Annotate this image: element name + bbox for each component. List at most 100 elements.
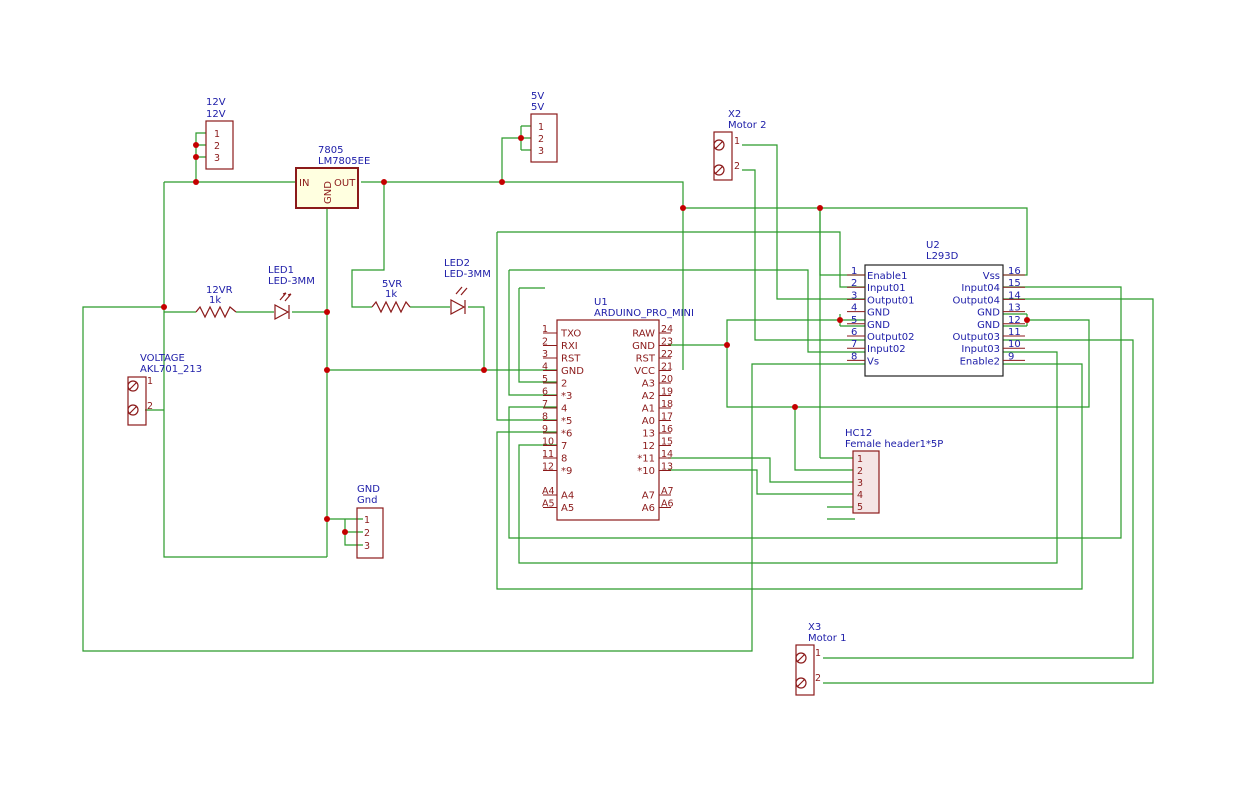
pin-name: A3	[642, 379, 655, 390]
led-triangle	[450, 298, 466, 316]
wire-pin5	[518, 288, 557, 383]
pin-number: 1	[815, 648, 821, 659]
pin-name: Input01	[867, 283, 906, 294]
pin-name: A2	[642, 391, 655, 402]
pin-name: Input03	[961, 344, 1000, 355]
wire-input03	[518, 351, 1058, 564]
pin-number: 6	[542, 387, 548, 398]
wires	[82, 125, 1154, 684]
pin-name: *10	[637, 466, 655, 477]
pin-number: 5	[857, 502, 863, 513]
regulator-7805: 7805 LM7805EE IN OUT GND	[295, 145, 370, 209]
value-label: AKL701_213	[140, 364, 202, 375]
pin-number: 2	[857, 466, 863, 477]
pin-number: 4	[851, 303, 857, 314]
pin-number: 20	[661, 374, 673, 385]
pin-number: 15	[661, 437, 673, 448]
pin-name: GND	[977, 308, 1000, 319]
junction-dot	[792, 404, 798, 410]
wire-motor2-p1	[742, 144, 865, 300]
pin-name: GND	[867, 308, 890, 319]
pin-number: 18	[661, 399, 673, 410]
pin-name: RAW	[632, 329, 655, 340]
pin-number: 5	[851, 315, 857, 326]
pin-number: 1	[364, 515, 370, 526]
wire-input01-b	[496, 232, 557, 421]
ref-label: VOLTAGE	[140, 353, 185, 364]
pin-number: 16	[1008, 266, 1021, 277]
terminal-motor2: X2 Motor 2 1 2	[713, 109, 766, 181]
pin-number: 1	[214, 129, 220, 140]
pin-name: *3	[561, 391, 572, 402]
pin-name: 8	[561, 454, 567, 465]
ref-label: X2	[728, 109, 741, 120]
pin-number: 2	[542, 337, 548, 348]
pin-name: Output04	[953, 295, 1000, 306]
screw-slot	[796, 653, 806, 688]
pin-name: GND	[867, 320, 890, 331]
pin-number: 6	[851, 327, 857, 338]
value-label: LM7805EE	[318, 156, 370, 167]
junction-dot	[324, 309, 330, 315]
wire-voltage-loop	[82, 306, 865, 652]
value-label: 12V	[206, 109, 226, 120]
pin-number: 15	[1008, 278, 1021, 289]
value-label: LED-3MM	[444, 269, 491, 280]
pin-name: Vss	[983, 271, 1000, 282]
pin-name: GND	[977, 320, 1000, 331]
pin-name: Input02	[867, 344, 906, 355]
wire-enable1	[819, 208, 865, 276]
junction-dot	[817, 205, 823, 211]
pin-number: 7	[851, 339, 857, 350]
ref-label: 5VR	[382, 279, 402, 290]
pin-number: 4	[542, 362, 548, 373]
pin-number: 2	[147, 401, 153, 412]
pin-number: 16	[661, 424, 673, 435]
pin-name: Vs	[867, 356, 879, 367]
pin-name: A0	[642, 416, 655, 427]
pin-name: A6	[642, 503, 655, 514]
resistor-5vr: 5VR 1k	[371, 279, 411, 314]
pin-number: 14	[661, 449, 673, 460]
pin-number: 7	[542, 399, 548, 410]
value-label: Motor 1	[808, 633, 846, 644]
pin-number: 22	[661, 349, 673, 360]
pin-name: Enable1	[867, 271, 907, 282]
led2: LED2 LED-3MM	[444, 258, 491, 316]
header-hc12: HC12 Female header1*5P 1 2 3 4 5	[845, 428, 943, 514]
led1: LED1 LED-3MM	[268, 265, 315, 321]
pin-name: A1	[642, 404, 655, 415]
pin-number: 9	[1008, 351, 1014, 362]
junction-dot	[193, 179, 199, 185]
wire-motor2-p2	[742, 169, 865, 341]
led-arrows	[455, 286, 468, 296]
wire-enable2	[496, 363, 1083, 590]
pin-number: 2	[734, 161, 740, 172]
junctions	[161, 135, 1030, 535]
resistor-12vr: 12VR 1k	[195, 285, 237, 319]
ref-label: X3	[808, 622, 821, 633]
pin-number: 3	[542, 349, 548, 360]
screw-terminal	[127, 404, 139, 416]
value-label: L293D	[926, 251, 959, 262]
junction-dot	[381, 179, 387, 185]
resistor-zigzag	[195, 305, 237, 319]
pin-number: 2	[851, 278, 857, 289]
terminal-voltage: VOLTAGE AKL701_213 1 2	[127, 353, 202, 426]
pin-number: 3	[851, 290, 857, 301]
wire-input04	[508, 286, 1122, 539]
ref-label: 5V	[531, 91, 544, 102]
pin-number: 1	[851, 266, 857, 277]
junction-dot	[342, 529, 348, 535]
junction-dot	[324, 367, 330, 373]
connector-5v: 5V 5V 1 2 3	[530, 91, 558, 163]
wire-motor1-p2	[823, 298, 1154, 684]
pin-name: 7	[561, 441, 567, 452]
pin-number: A5	[542, 499, 555, 510]
pin-number: 21	[661, 362, 673, 373]
pin-name: RST	[636, 354, 656, 365]
junction-dot	[499, 179, 505, 185]
